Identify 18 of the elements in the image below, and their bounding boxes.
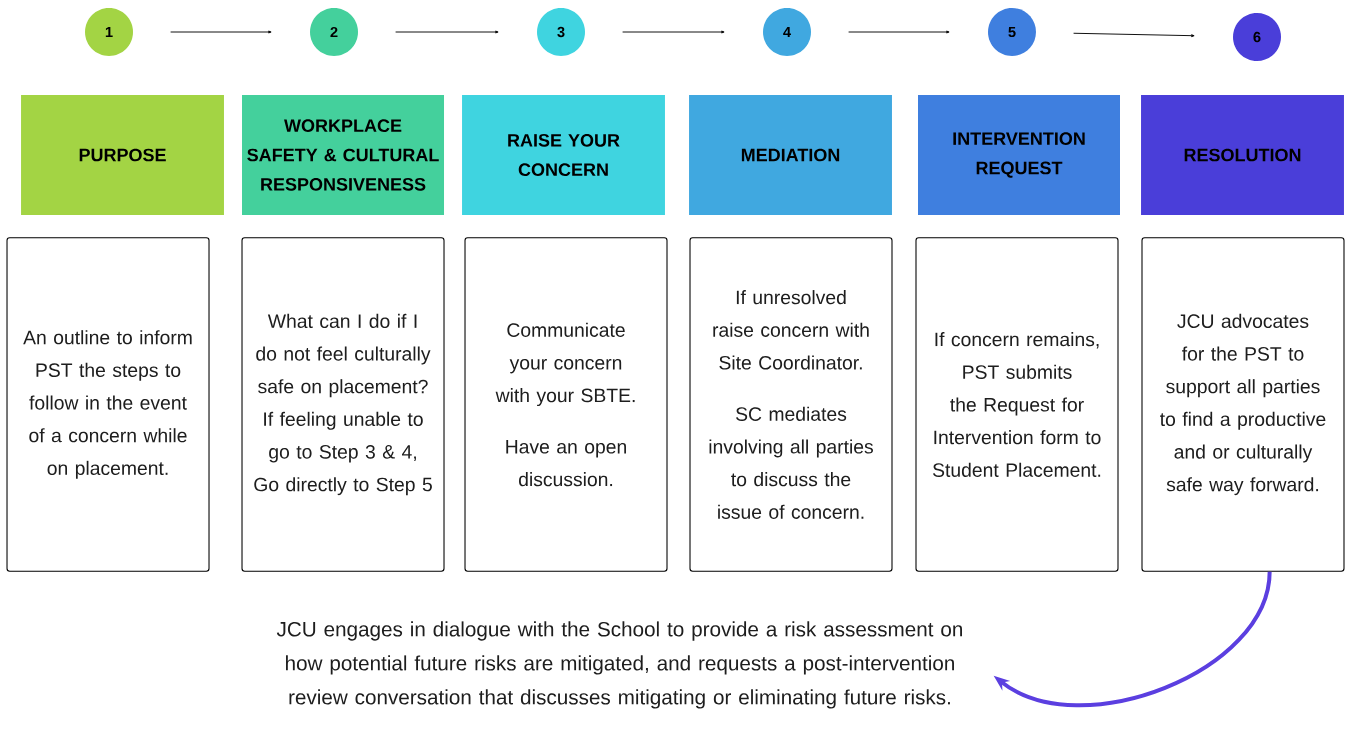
arrow <box>1073 32 1195 38</box>
step-description-box: An outline to inform PST the steps to follow in the event of a concern while on placement. <box>6 237 210 572</box>
step-header: RESOLUTION <box>1141 95 1344 215</box>
step-header: MEDIATION <box>689 95 892 215</box>
step-description-box: What can I do if I do not feel culturally safe on placement? If feeling unable to go to Step 3 & 4, Go directly to Step 5 <box>241 237 445 572</box>
step-description-box: Communicate your concern with your SBTE. Have an open discussion. <box>464 237 668 572</box>
step-description-box: JCU advocates for the PST to support all parties to find a productive and or culturally safe way forward. <box>1141 237 1345 572</box>
arrow <box>622 30 725 34</box>
step-description-box: If concern remains, PST submits the Request for Intervention form to Student Placement. <box>915 237 1119 572</box>
step-header: RAISE YOUR CONCERN <box>462 95 665 215</box>
step-header: PURPOSE <box>21 95 224 215</box>
arrow <box>170 30 272 34</box>
arrow <box>848 30 950 34</box>
step-description-box: If unresolved raise concern with Site Coordinator. SC mediates involving all parties to discuss the issue of concern. <box>689 237 893 572</box>
arrow <box>395 30 499 34</box>
step-header: INTERVENTION REQUEST <box>918 95 1120 215</box>
step-header: WORKPLACE SAFETY & CULTURAL RESPONSIVENESS <box>242 95 444 215</box>
outcome-text: JCU engages in dialogue with the School to provide a risk assessment on how potential future risks are mitigated, and requests a post-intervention review conversation that discusses mitigating or eliminating future risks. <box>276 621 962 709</box>
